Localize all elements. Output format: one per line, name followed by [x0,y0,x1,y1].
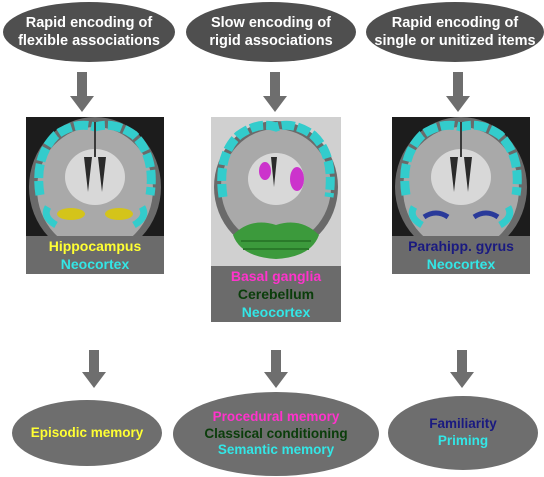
encoding-line-2: flexible associations [18,33,160,49]
brain-scan-hippocampus [26,117,164,237]
down-arrow-icon [82,350,106,388]
brain-scan-basal-ganglia [211,117,341,267]
region-label-box: Parahipp. gyrus Neocortex [392,236,530,274]
encoding-oval-rigid: Slow encoding of rigid associations [186,2,356,62]
encoding-oval-items: Rapid encoding of single or unitized ite… [366,2,544,62]
outcome-oval-episodic: Episodic memory [12,400,162,466]
outcome-label: Semantic memory [217,442,335,458]
outcome-oval-familiarity: Familiarity Priming [388,396,538,470]
region-label: Neocortex [426,256,496,272]
brain-scan-parahippocampal [392,117,530,237]
region-label: Cerebellum [237,285,315,302]
region-label: Neocortex [60,256,130,272]
outcome-label: Priming [437,433,489,448]
down-arrow-icon [264,350,288,388]
region-label-box: Basal ganglia Cerebellum Neocortex [211,266,341,322]
region-label: Neocortex [241,304,311,321]
region-label: Parahipp. gyrus [408,237,514,254]
encoding-line-1: Rapid encoding of [25,14,153,31]
region-label: Hippocampus [48,237,142,254]
region-label-box: Hippocampus Neocortex [26,236,164,274]
down-arrow-icon [70,72,94,112]
encoding-line-2: single or unitized items [374,33,536,49]
down-arrow-icon [450,350,474,388]
region-label: Basal ganglia [230,267,322,284]
down-arrow-icon [263,72,287,112]
outcome-label: Episodic memory [30,424,144,440]
encoding-oval-flexible: Rapid encoding of flexible associations [3,2,175,62]
encoding-line-1: Slow encoding of [210,14,332,31]
encoding-line-2: rigid associations [209,33,333,49]
outcome-label: Classical conditioning [204,425,348,441]
outcome-label: Procedural memory [212,408,340,424]
encoding-line-1: Rapid encoding of [391,14,519,31]
down-arrow-icon [446,72,470,112]
outcome-oval-procedural: Procedural memory Classical conditioning… [173,392,379,476]
outcome-label: Familiarity [429,416,497,432]
